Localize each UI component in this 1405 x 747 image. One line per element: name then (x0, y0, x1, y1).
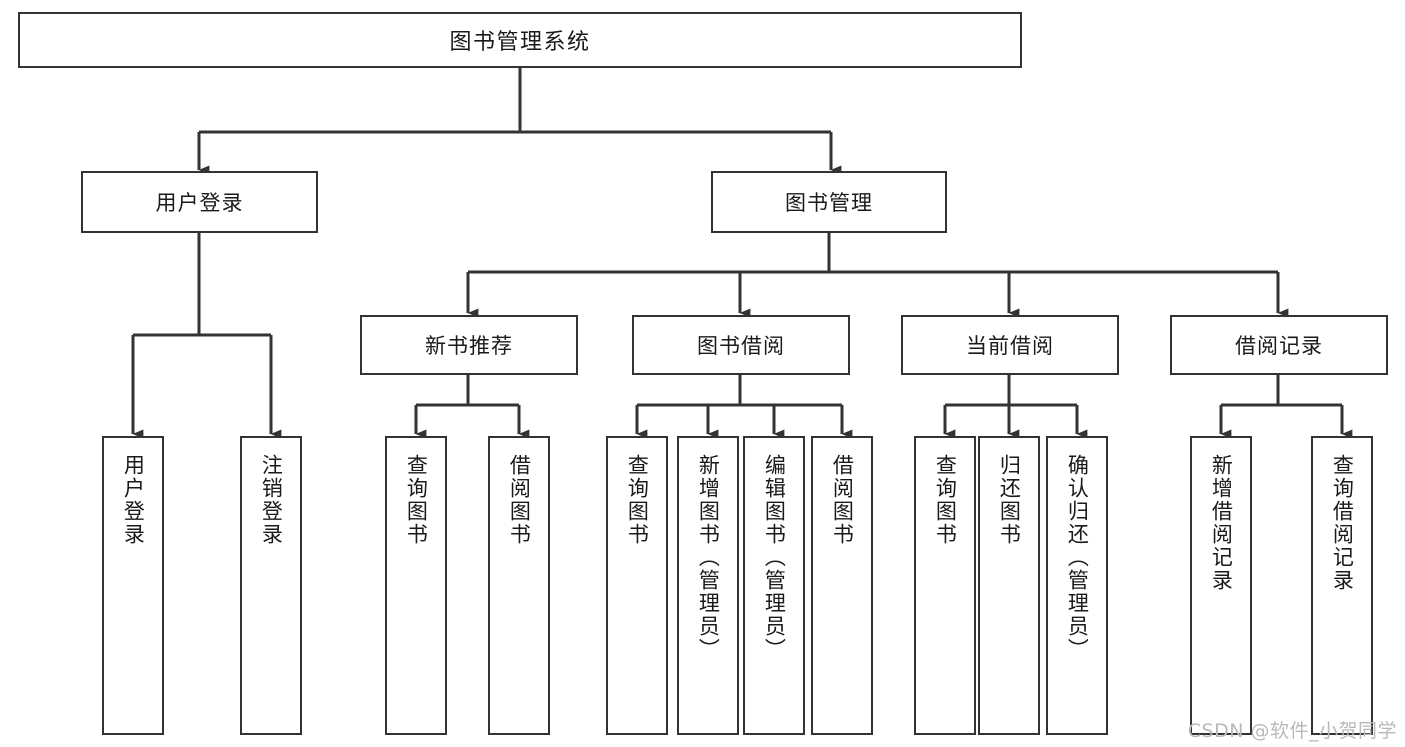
node-label: 借阅图书 (507, 454, 532, 546)
node-label: 查询图书 (625, 454, 650, 546)
node-label: 归还图书 (997, 454, 1022, 546)
node-label: 查询图书 (933, 454, 958, 546)
leaf-current-query-book[interactable]: 查询图书 (914, 436, 976, 735)
watermark-text: CSDN @软件_小贺同学 (1187, 720, 1397, 742)
node-label: 新增借阅记录 (1209, 454, 1234, 592)
node-label: 新增图书（管理员） (696, 454, 721, 661)
leaf-records-query-record[interactable]: 查询借阅记录 (1311, 436, 1373, 735)
node-label: 图书借阅 (697, 334, 785, 358)
node-user-login[interactable]: 用户登录 (81, 171, 318, 233)
node-label: 用户登录 (155, 191, 244, 215)
leaf-borrow-query-book[interactable]: 查询图书 (606, 436, 668, 735)
node-book-borrow[interactable]: 图书借阅 (632, 315, 850, 375)
node-label: 用户登录 (121, 454, 146, 546)
node-label: 编辑图书（管理员） (762, 454, 787, 661)
leaf-current-return-book[interactable]: 归还图书 (978, 436, 1040, 735)
node-label: 注销登录 (259, 454, 284, 546)
node-label: 确认归还（管理员） (1065, 454, 1090, 661)
leaf-user-logout[interactable]: 注销登录 (240, 436, 302, 735)
node-label: 查询图书 (404, 454, 429, 546)
leaf-new-books-query[interactable]: 查询图书 (385, 436, 447, 735)
node-book-management[interactable]: 图书管理 (711, 171, 947, 233)
leaf-new-books-borrow[interactable]: 借阅图书 (488, 436, 550, 735)
leaf-user-login[interactable]: 用户登录 (102, 436, 164, 735)
node-new-book-recommend[interactable]: 新书推荐 (360, 315, 578, 375)
node-borrow-records[interactable]: 借阅记录 (1170, 315, 1388, 375)
node-label: 借阅图书 (830, 454, 855, 546)
leaf-records-add-record[interactable]: 新增借阅记录 (1190, 436, 1252, 735)
node-label: 图书管理 (785, 191, 873, 215)
node-label: 当前借阅 (966, 334, 1054, 358)
node-current-borrow[interactable]: 当前借阅 (901, 315, 1119, 375)
node-root-system[interactable]: 图书管理系统 (18, 12, 1022, 68)
leaf-borrow-edit-book-admin[interactable]: 编辑图书（管理员） (743, 436, 805, 735)
node-label: 图书管理系统 (449, 30, 591, 55)
leaf-borrow-borrow-book[interactable]: 借阅图书 (811, 436, 873, 735)
node-label: 查询借阅记录 (1330, 454, 1355, 592)
leaf-current-confirm-return-admin[interactable]: 确认归还（管理员） (1046, 436, 1108, 735)
node-label: 借阅记录 (1235, 334, 1323, 358)
node-label: 新书推荐 (425, 334, 513, 358)
leaf-borrow-add-book-admin[interactable]: 新增图书（管理员） (677, 436, 739, 735)
